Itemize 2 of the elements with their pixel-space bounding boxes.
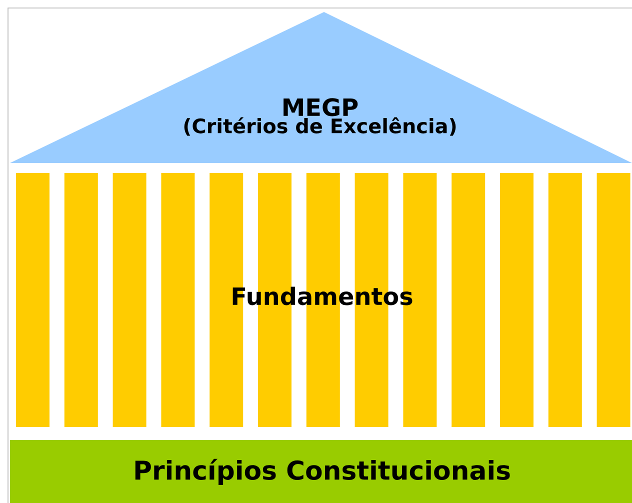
base-band: Princípios Constitucionais [10, 440, 632, 503]
roof-triangle: MEGP (Critérios de Excelência) [10, 12, 632, 163]
